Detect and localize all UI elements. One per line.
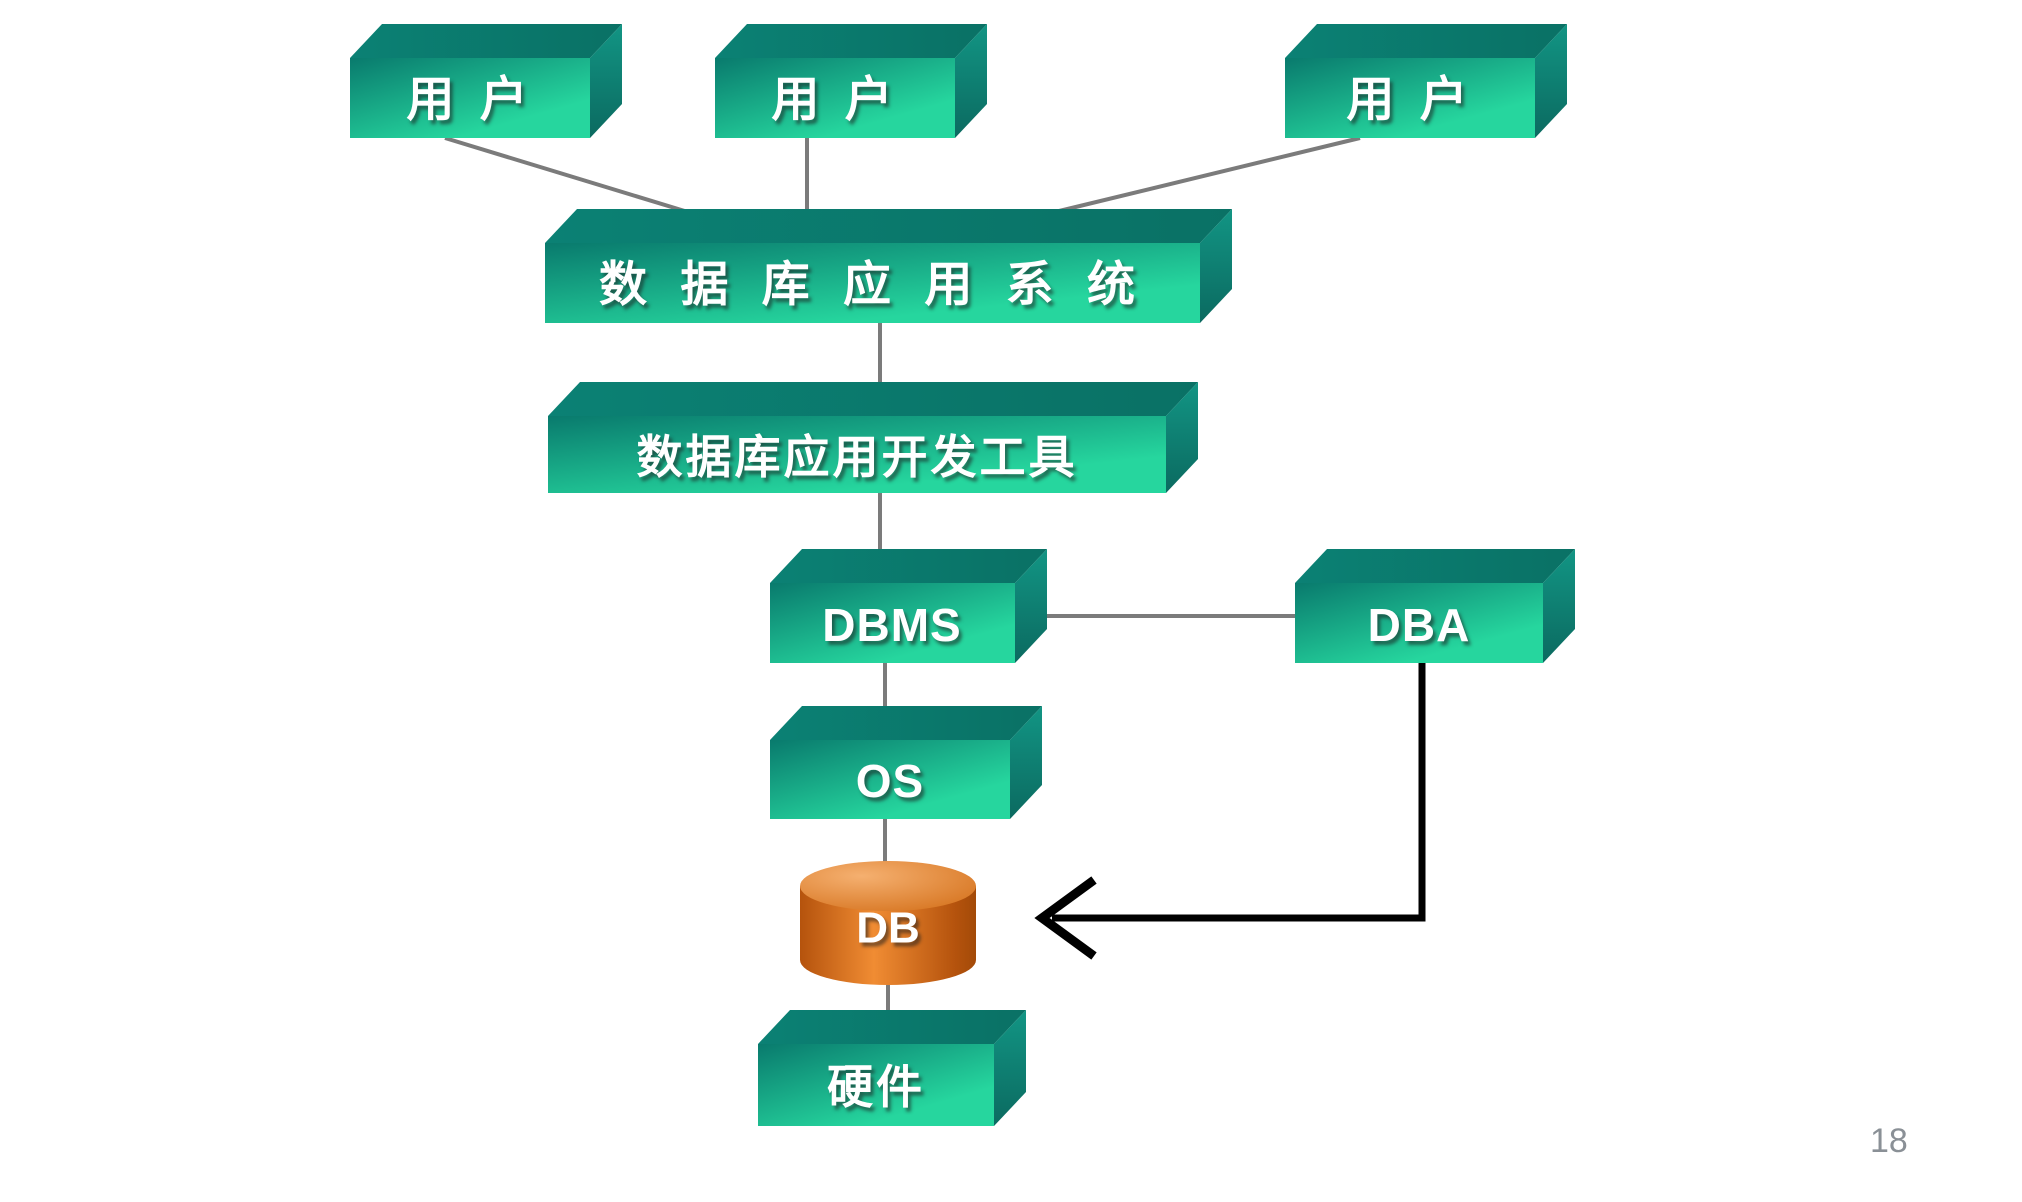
box-right-face [1200, 209, 1232, 323]
arrowhead-left-icon [1034, 876, 1097, 960]
node-user-3-label: 用 户 [1346, 74, 1473, 127]
node-dev-tools-label: 数据库应用开发工具 [637, 431, 1078, 483]
node-user-3: 用 户 [1285, 24, 1567, 138]
node-app-system: 数 据 库 应 用 系 统 [545, 209, 1232, 323]
node-dba-label: DBA [1368, 599, 1471, 651]
node-db: DB [800, 861, 976, 985]
box-top-face [770, 706, 1042, 740]
box-front-face [758, 1044, 994, 1126]
node-user-2: 用 户 [715, 24, 987, 138]
box-top-face [758, 1010, 1026, 1044]
box-right-face [1543, 549, 1575, 663]
box-top-face [350, 24, 622, 58]
box-right-face [1535, 24, 1567, 138]
box-right-face [955, 24, 987, 138]
node-dba: DBA [1295, 549, 1575, 663]
node-dbms-label: DBMS [822, 599, 961, 651]
box-right-face [1010, 706, 1042, 819]
node-dev-tools: 数据库应用开发工具 [548, 382, 1198, 493]
database-cylinder-top [800, 861, 976, 911]
node-db-label: DB [856, 904, 920, 953]
arrow-shaft [1052, 663, 1426, 922]
node-dbms: DBMS [770, 549, 1047, 663]
node-user-2-label: 用 户 [771, 74, 898, 127]
node-hardware-label: 硬件 [827, 1061, 925, 1113]
edge-dba-db-arrow [1034, 663, 1426, 960]
box-top-face [715, 24, 987, 58]
node-app-system-label: 数 据 库 应 用 系 统 [599, 259, 1145, 312]
box-front-face [1285, 58, 1535, 138]
box-front-face [770, 740, 1010, 819]
box-right-face [1015, 549, 1047, 663]
box-front-face [548, 416, 1166, 493]
box-front-face [545, 243, 1200, 323]
box-top-face [770, 549, 1047, 583]
box-right-face [1166, 382, 1198, 493]
box-front-face [350, 58, 590, 138]
node-os-label: OS [856, 755, 924, 807]
node-user-1: 用 户 [350, 24, 622, 138]
edge-user3-app-system [1054, 136, 1361, 214]
box-front-face [1295, 583, 1543, 663]
edge-user1-app-system [444, 136, 689, 214]
box-right-face [590, 24, 622, 138]
node-os: OS [770, 706, 1042, 819]
page-number: 18 [1870, 1122, 1908, 1160]
edges [444, 136, 1361, 1013]
node-hardware: 硬件 [758, 1010, 1026, 1126]
box-front-face [770, 583, 1015, 663]
box-top-face [548, 382, 1198, 416]
box-top-face [545, 209, 1232, 243]
box-right-face [994, 1010, 1026, 1126]
database-cylinder-body [800, 886, 976, 985]
box-front-face [715, 58, 955, 138]
box-top-face [1285, 24, 1567, 58]
box-top-face [1295, 549, 1575, 583]
node-user-1-label: 用 户 [406, 74, 533, 127]
